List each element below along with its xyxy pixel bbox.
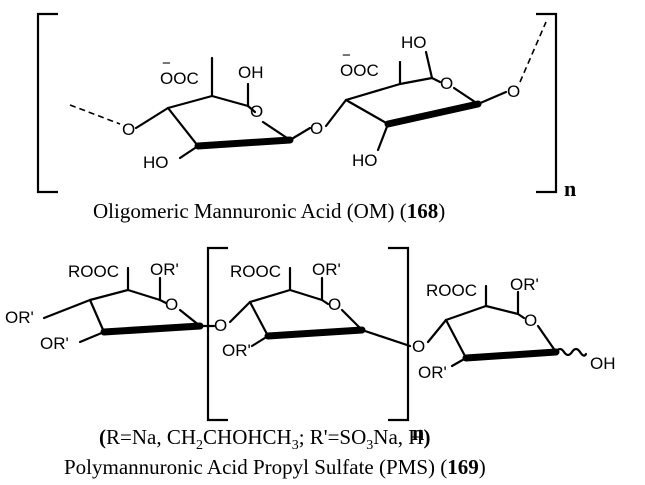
pms-bond [536, 324, 558, 354]
pms-ringB-or-lower: OR' [222, 341, 251, 360]
pms-bond [42, 298, 92, 320]
om-bond [344, 98, 390, 126]
om-link-o-left: O [122, 120, 135, 139]
pms-substituent-caption: (R=Na, CH2CHOHCH3; R'=SO3Na, H) [99, 425, 430, 453]
om-glycosidic-o: O [310, 119, 323, 138]
pms-bond [444, 304, 526, 322]
pms-wavy-bond [554, 347, 588, 357]
pms-bond [248, 300, 270, 338]
pms-repeat-n: n [412, 420, 424, 445]
pms-glycosidic-o-1: O [214, 316, 227, 335]
om-ring2-ho-lower: HO [352, 151, 378, 170]
om-bond [166, 94, 257, 114]
pms-bond [78, 330, 106, 344]
pms-ringA-o: O [165, 295, 178, 314]
pms-caption: Polymannuronic Acid Propyl Sulfate (PMS)… [64, 455, 486, 479]
pms-bond-wedge [264, 326, 366, 340]
pms-ringC-or-lower: OR' [418, 363, 447, 382]
pms-bond [340, 308, 364, 332]
om-bond-wedge [384, 100, 482, 128]
pms-ringC-oh: OH [590, 354, 616, 373]
pms-ringA-or: OR' [150, 260, 179, 279]
om-caption: Oligomeric Mannuronic Acid (OM) (168) [93, 199, 445, 223]
pms-ringA-rooc: ROOC [68, 262, 119, 281]
pms-structure: n OR' O ROOC OR' OR' O O ROOC OR' OR' O [5, 246, 616, 479]
om-ring1-ho: HO [143, 153, 169, 172]
om-ring2-o: O [440, 74, 453, 93]
om-bond [166, 106, 200, 148]
om-bond [324, 98, 348, 128]
om-right-bracket [536, 12, 558, 194]
pms-bond [444, 318, 468, 360]
om-ring1-coo: OOC [160, 69, 199, 88]
om-left-dashed-link [69, 104, 121, 125]
om-bond [376, 122, 390, 152]
om-right-dashed-link [519, 21, 547, 83]
pms-ringA-or-lead: OR' [5, 308, 34, 327]
pms-ringA-or-lower: OR' [40, 334, 69, 353]
pms-ringC-o: O [524, 311, 537, 330]
pms-bond [450, 356, 468, 368]
pms-ringC-rooc: ROOC [426, 281, 477, 300]
om-bond [178, 144, 200, 160]
pms-ringB-o: O [328, 295, 341, 314]
om-bond [288, 126, 312, 142]
om-bond [134, 106, 170, 130]
pms-bond [360, 328, 412, 348]
pms-right-bracket [388, 246, 410, 422]
pms-ringB-rooc: ROOC [230, 262, 281, 281]
om-ring1-o: O [250, 102, 263, 121]
pms-bond [250, 334, 270, 348]
om-ring2-coo: OOC [340, 61, 379, 80]
pms-left-bracket [206, 246, 228, 422]
pms-ringB-or: OR' [312, 260, 341, 279]
om-ring2-minus: − [342, 47, 351, 64]
om-repeat-n: n [564, 176, 576, 201]
pms-bond-wedge [462, 348, 560, 362]
om-bond [476, 90, 508, 106]
om-bond [344, 76, 442, 102]
pms-bond [248, 288, 330, 306]
pms-bond [88, 298, 106, 334]
pms-bond [228, 300, 252, 324]
pms-ringC-or: OR' [510, 275, 539, 294]
pms-bond [88, 288, 168, 305]
pms-glycosidic-o-2: O [412, 337, 425, 356]
pms-bond [426, 318, 448, 344]
om-bond-wedge [194, 136, 294, 150]
om-link-o-right: O [507, 82, 520, 101]
om-ring2-ho: HO [401, 33, 427, 52]
pms-bond-wedge [100, 322, 204, 336]
om-bond [424, 50, 434, 80]
om-ring1-minus: − [162, 55, 171, 72]
om-ring1-oh: OH [238, 63, 264, 82]
om-left-bracket [36, 12, 58, 194]
om-structure: n O O OOC − OH HO O O OOC − HO HO [36, 12, 576, 223]
